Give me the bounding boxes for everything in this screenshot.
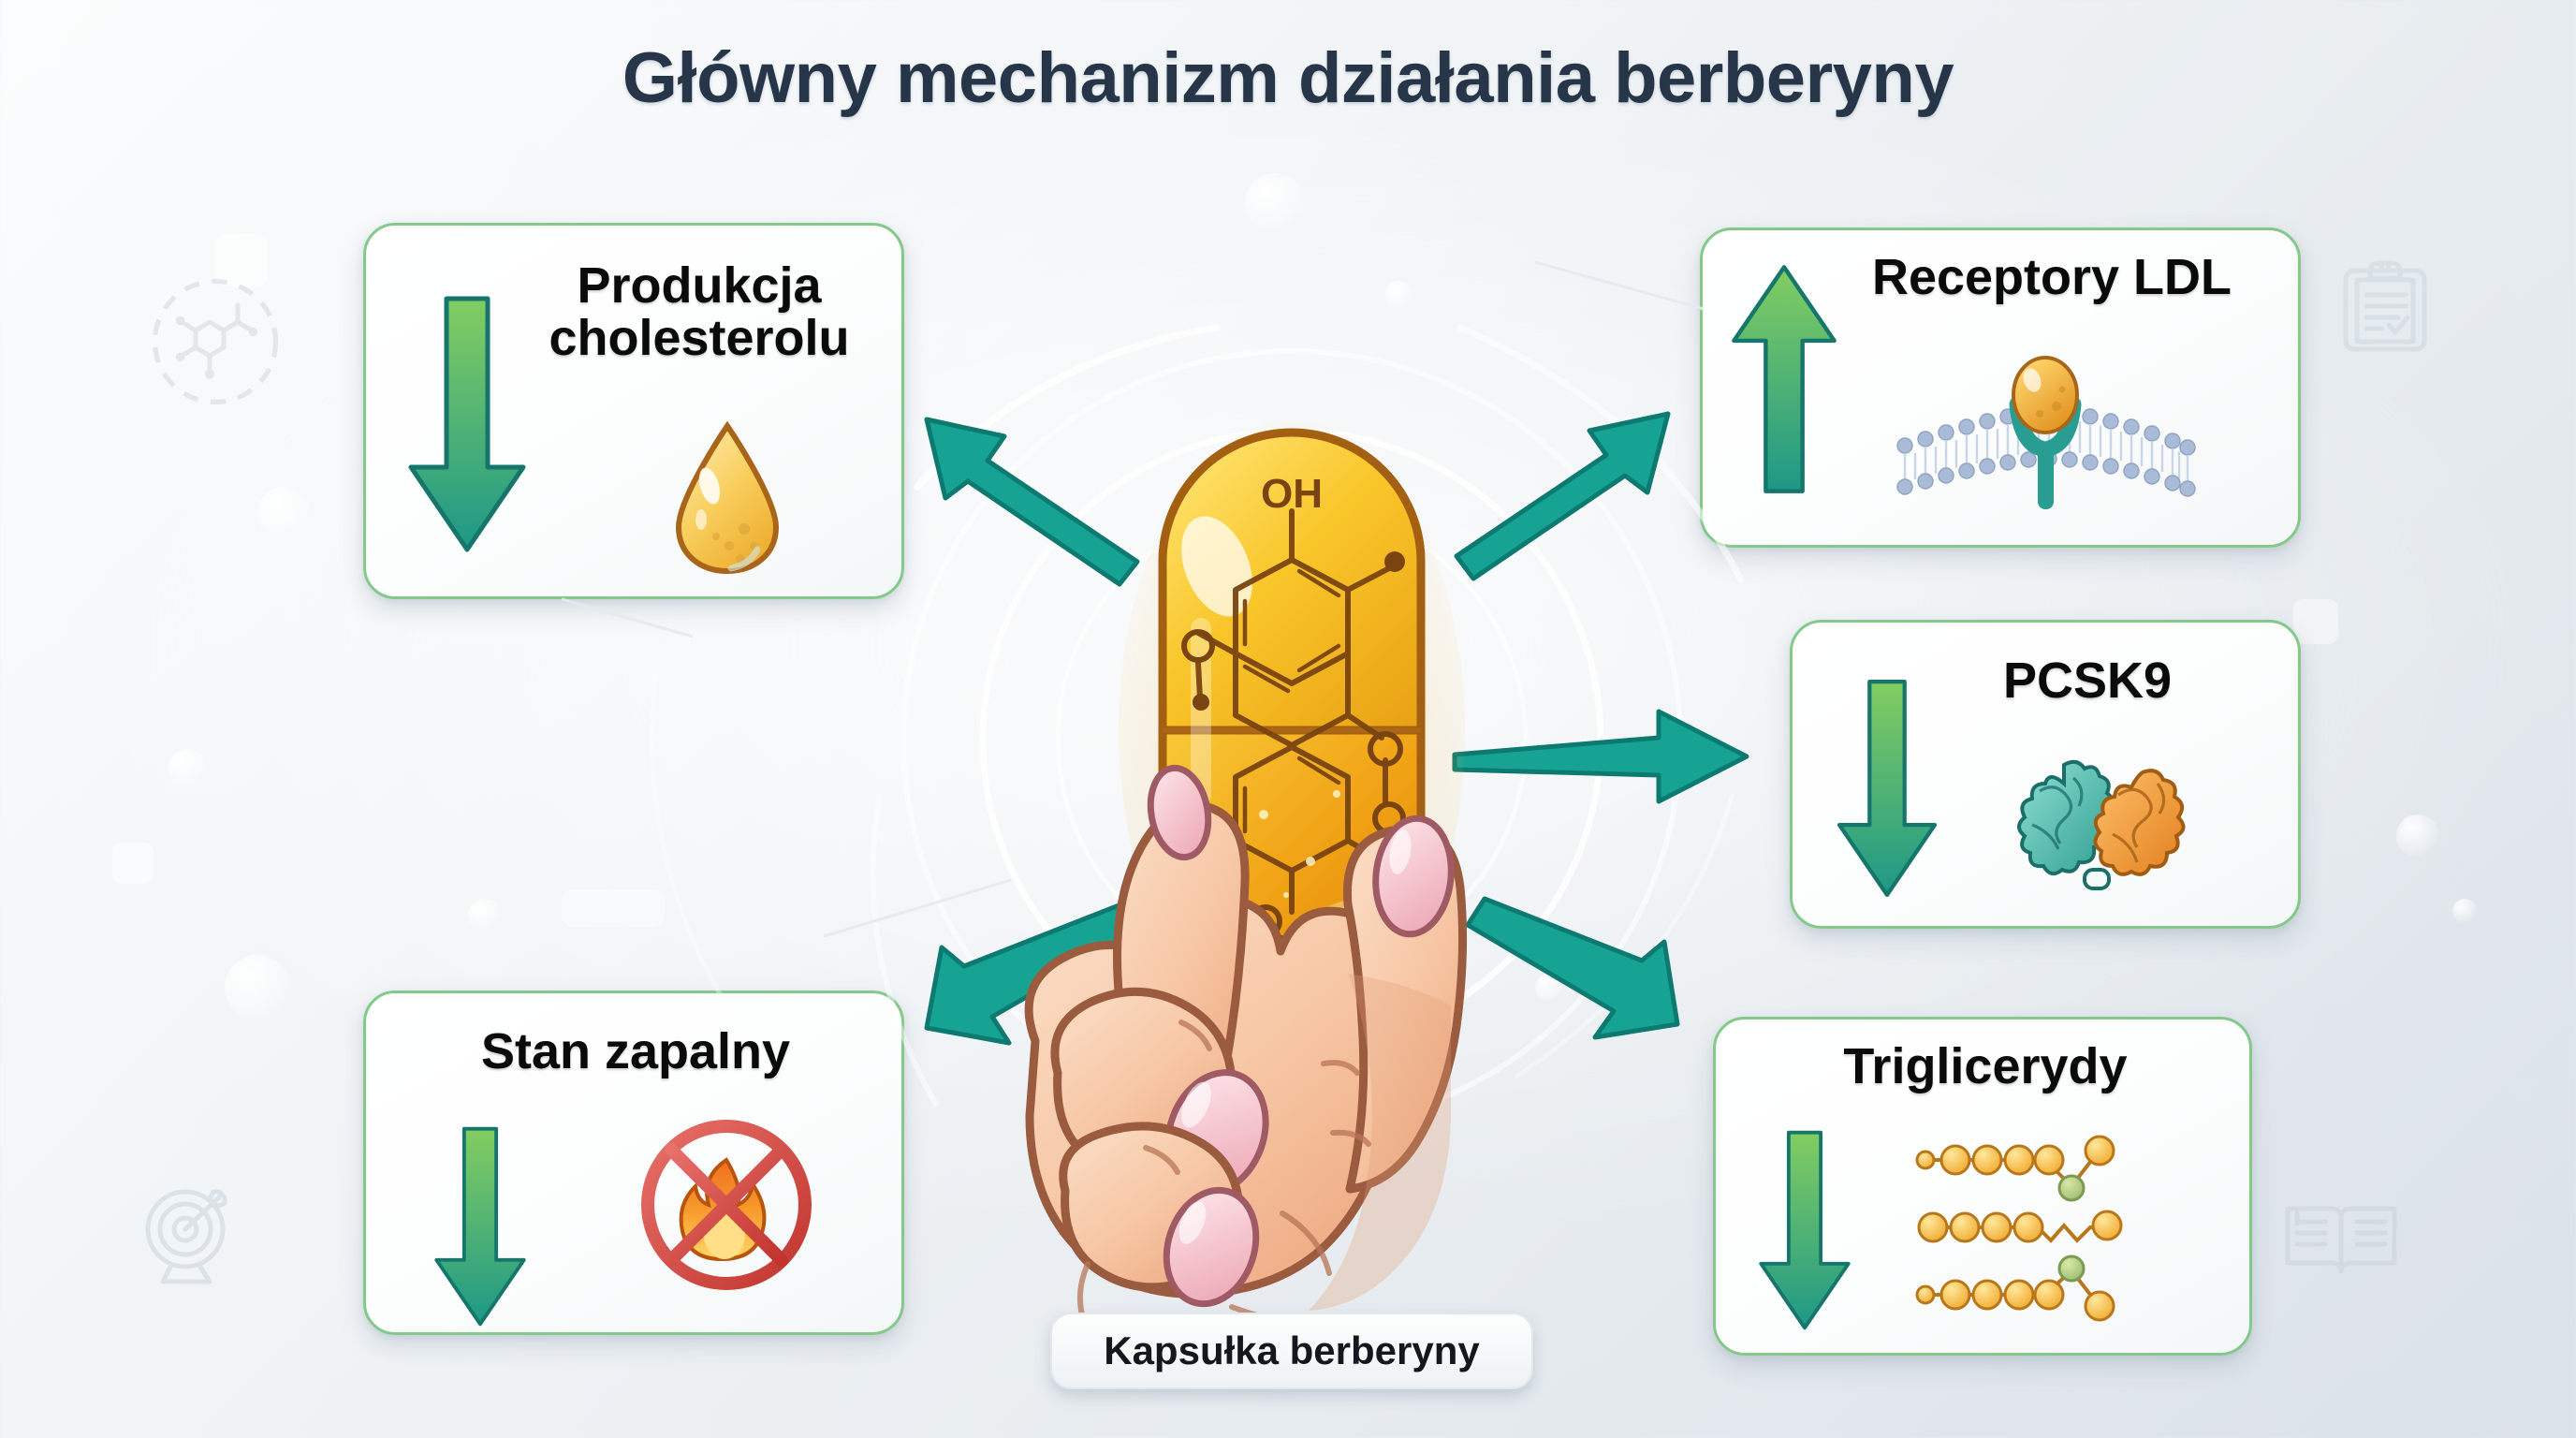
molecule-circle-watermark bbox=[145, 271, 285, 417]
card-pcsk9-label: PCSK9 bbox=[2002, 653, 2173, 709]
oil-droplet-icon bbox=[667, 418, 787, 582]
arrow-down-icon bbox=[405, 293, 529, 560]
bg-chip bbox=[2293, 599, 2338, 644]
card-inflammation[interactable]: Stan zapalny bbox=[363, 990, 904, 1335]
arrow-down-icon bbox=[420, 1124, 540, 1332]
capsule-molecule-label: OH bbox=[1261, 471, 1323, 517]
protein-pair-icon bbox=[1995, 750, 2201, 926]
bokeh-dot bbox=[1385, 281, 1413, 309]
fatty-acid-chains-icon bbox=[1914, 1130, 2195, 1331]
bokeh-dot bbox=[2452, 899, 2477, 923]
capsule-caption: Kapsułka berberyny bbox=[1050, 1313, 1533, 1389]
card-cholesterol[interactable]: Produkcja cholesterolu bbox=[363, 223, 904, 599]
card-tg-label: Triglicerydy bbox=[1843, 1038, 2128, 1094]
arrow-down-icon bbox=[1744, 1128, 1866, 1337]
target-dart-watermark bbox=[140, 1184, 238, 1290]
no-fire-icon bbox=[637, 1111, 815, 1303]
clipboard-check-watermark bbox=[2340, 257, 2430, 360]
bokeh-dot bbox=[257, 487, 310, 539]
card-tg[interactable]: Triglicerydy bbox=[1713, 1017, 2252, 1356]
bg-chip bbox=[215, 234, 268, 286]
bokeh-dot bbox=[468, 899, 500, 931]
bokeh-dot bbox=[168, 749, 206, 786]
bokeh-dot bbox=[2396, 814, 2439, 858]
card-inflammation-label: Stan zapalny bbox=[480, 1023, 791, 1079]
bg-chip bbox=[112, 843, 154, 884]
arrow-down-icon bbox=[1828, 677, 1946, 904]
card-cholesterol-label: Produkcja cholesterolu bbox=[549, 257, 850, 367]
card-ldl-label: Receptory LDL bbox=[1871, 249, 2232, 305]
bokeh-dot bbox=[225, 955, 290, 1020]
bokeh-dot bbox=[1245, 173, 1305, 233]
membrane-receptor-icon bbox=[1890, 352, 2199, 530]
card-pcsk9[interactable]: PCSK9 bbox=[1790, 620, 2301, 929]
open-book-watermark bbox=[2284, 1194, 2398, 1288]
card-ldl[interactable]: Receptory LDL bbox=[1700, 227, 2301, 548]
bg-chip bbox=[562, 889, 665, 927]
arrow-up-icon bbox=[1723, 262, 1845, 501]
page-title: Główny mechanizm działania berberyny bbox=[622, 38, 1954, 118]
connector-to-ldl bbox=[1454, 411, 1671, 581]
